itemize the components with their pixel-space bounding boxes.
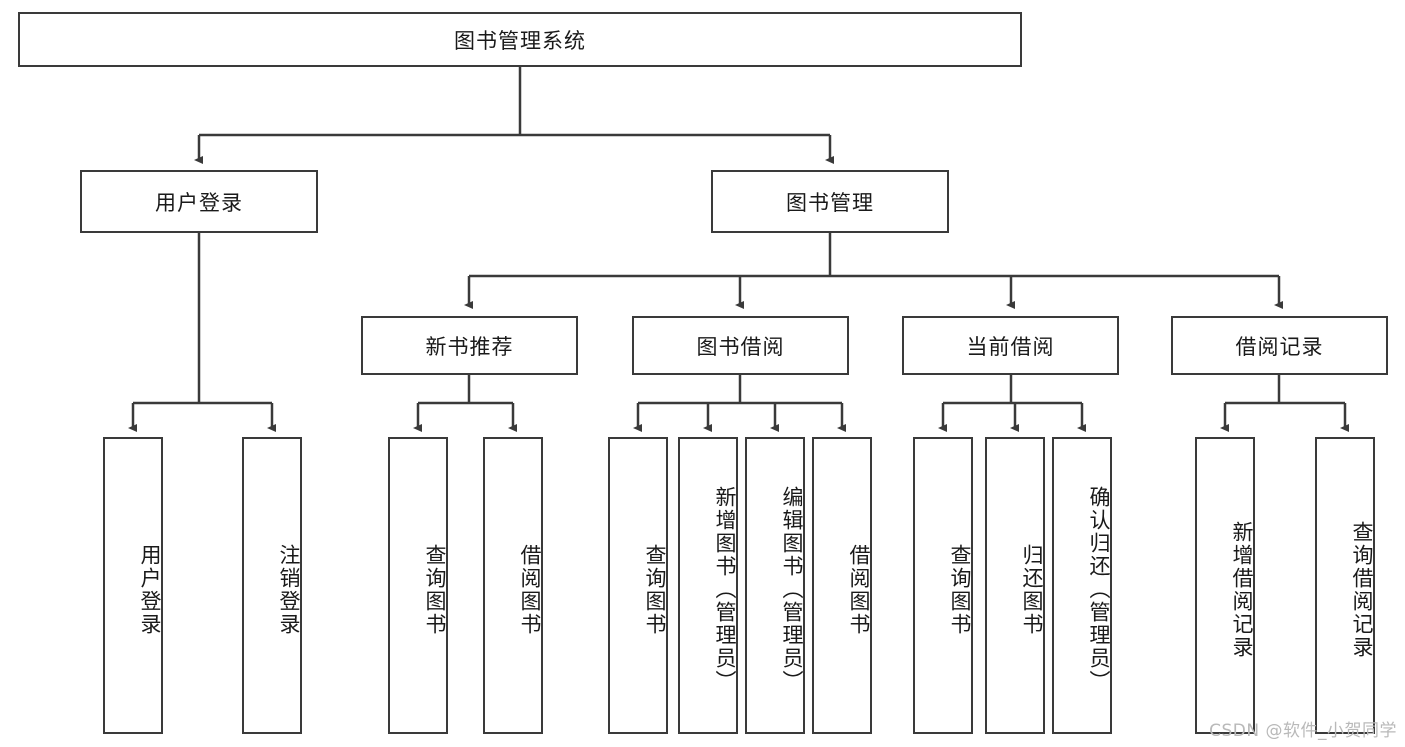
leaf-book-borrow-edit[interactable]: 编辑图书（管理员） <box>745 437 805 734</box>
node-label: 用户登录 <box>155 190 243 215</box>
node-label: 归还图书 <box>1020 543 1044 636</box>
leaf-user-login-signout[interactable]: 注销登录 <box>242 437 302 734</box>
node-label: 查询图书 <box>948 543 972 636</box>
node-new-book-recommend[interactable]: 新书推荐 <box>361 316 578 375</box>
leaf-book-borrow-lend[interactable]: 借阅图书 <box>812 437 872 734</box>
node-label: 图书借阅 <box>696 334 785 359</box>
leaf-book-borrow-add[interactable]: 新增图书（管理员） <box>678 437 738 734</box>
node-label: 确认归还（管理员） <box>1087 486 1111 693</box>
node-root-system[interactable]: 图书管理系统 <box>18 12 1022 67</box>
node-book-management[interactable]: 图书管理 <box>711 170 949 233</box>
node-user-login[interactable]: 用户登录 <box>80 170 318 233</box>
node-current-borrow[interactable]: 当前借阅 <box>902 316 1119 375</box>
leaf-user-login-signin[interactable]: 用户登录 <box>103 437 163 734</box>
node-label: 查询图书 <box>423 543 447 636</box>
node-book-borrow[interactable]: 图书借阅 <box>632 316 849 375</box>
node-label: 借阅记录 <box>1235 334 1324 359</box>
node-label: 查询借阅记录 <box>1350 520 1374 659</box>
node-label: 借阅图书 <box>847 543 871 636</box>
node-label: 编辑图书（管理员） <box>780 486 804 693</box>
node-label: 用户登录 <box>138 543 162 636</box>
node-label: 借阅图书 <box>518 543 542 636</box>
node-borrow-record[interactable]: 借阅记录 <box>1171 316 1388 375</box>
watermark: CSDN @软件_小贺同学 <box>1209 721 1397 741</box>
node-label: 图书管理 <box>786 190 874 215</box>
node-label: 注销登录 <box>277 543 301 636</box>
leaf-current-borrow-query[interactable]: 查询图书 <box>913 437 973 734</box>
leaf-borrow-record-query[interactable]: 查询借阅记录 <box>1315 437 1375 734</box>
leaf-new-book-query[interactable]: 查询图书 <box>388 437 448 734</box>
leaf-current-borrow-return[interactable]: 归还图书 <box>985 437 1045 734</box>
node-label: 新增图书（管理员） <box>713 486 737 693</box>
node-label: 新书推荐 <box>425 334 514 359</box>
node-label: 查询图书 <box>643 543 667 636</box>
node-label: 当前借阅 <box>966 334 1055 359</box>
node-label: 新增借阅记录 <box>1230 520 1254 659</box>
leaf-borrow-record-add[interactable]: 新增借阅记录 <box>1195 437 1255 734</box>
leaf-current-borrow-confirm-return[interactable]: 确认归还（管理员） <box>1052 437 1112 734</box>
leaf-book-borrow-query[interactable]: 查询图书 <box>608 437 668 734</box>
node-label: 图书管理系统 <box>454 28 586 53</box>
leaf-new-book-borrow[interactable]: 借阅图书 <box>483 437 543 734</box>
